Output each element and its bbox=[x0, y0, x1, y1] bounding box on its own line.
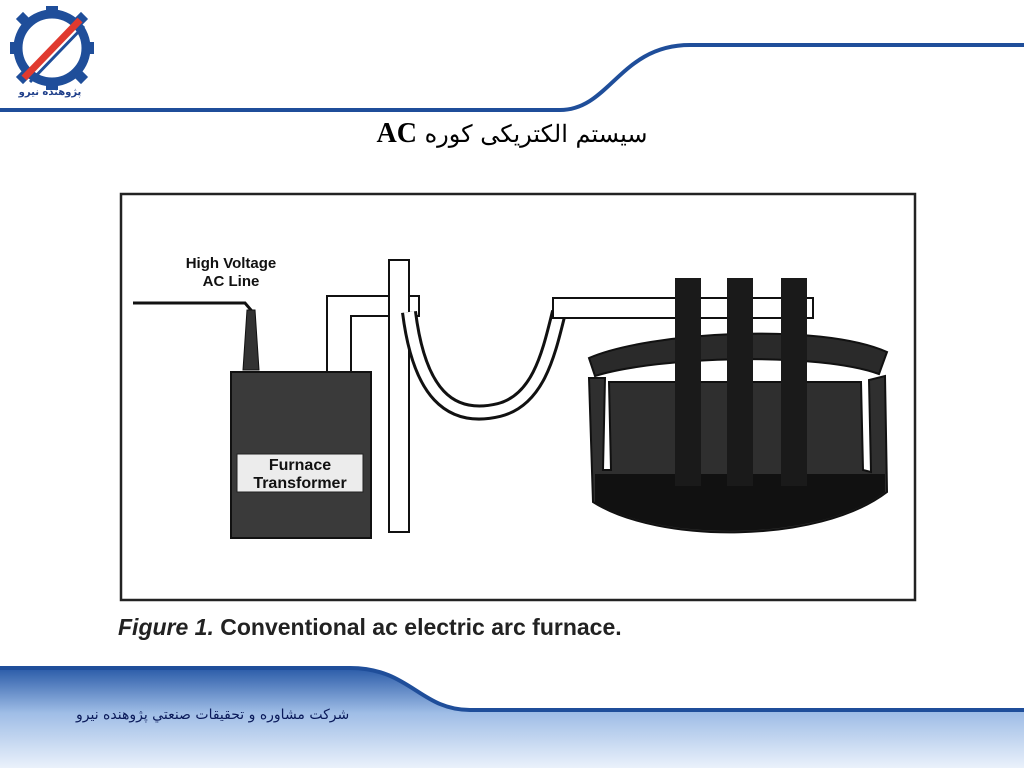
lightning-bolt-icon bbox=[21, 17, 86, 84]
logo-caption: پژوهنده نیرو bbox=[18, 87, 82, 98]
figure-caption-text: Conventional ac electric arc furnace. bbox=[213, 614, 622, 640]
footer-company-name: شرکت مشاوره و تحقیقات صنعتي پژوهنده نیرو bbox=[76, 707, 350, 723]
hv-line-label-2: AC Line bbox=[203, 273, 260, 290]
title-ac: AC bbox=[376, 118, 417, 149]
slide-title: سیستم الکتریکی کوره AC bbox=[0, 118, 1024, 150]
electrode-3 bbox=[781, 278, 807, 486]
electrode-mast bbox=[388, 259, 410, 533]
electrode-1 bbox=[675, 278, 701, 486]
header-decoration bbox=[0, 43, 1024, 112]
electrode-2 bbox=[727, 278, 753, 486]
figure-caption-prefix: Figure 1. bbox=[118, 614, 214, 640]
company-logo bbox=[10, 6, 94, 90]
furnace-diagram: High Voltage AC Line Furnace Transformer bbox=[119, 192, 917, 602]
transformer-label-2: Transformer bbox=[253, 475, 346, 492]
transformer-label-bg bbox=[236, 453, 364, 493]
flexible-cable-inner bbox=[404, 310, 564, 418]
footer-decoration bbox=[0, 666, 1024, 768]
title-persian: سیستم الکتریکی کوره bbox=[424, 120, 648, 148]
hv-line-label-1: High Voltage bbox=[186, 255, 277, 272]
transformer-label-1: Furnace bbox=[269, 457, 331, 474]
figure-caption: Figure 1. Conventional ac electric arc f… bbox=[118, 614, 622, 641]
insulator bbox=[242, 309, 260, 371]
molten-bath bbox=[595, 474, 885, 531]
